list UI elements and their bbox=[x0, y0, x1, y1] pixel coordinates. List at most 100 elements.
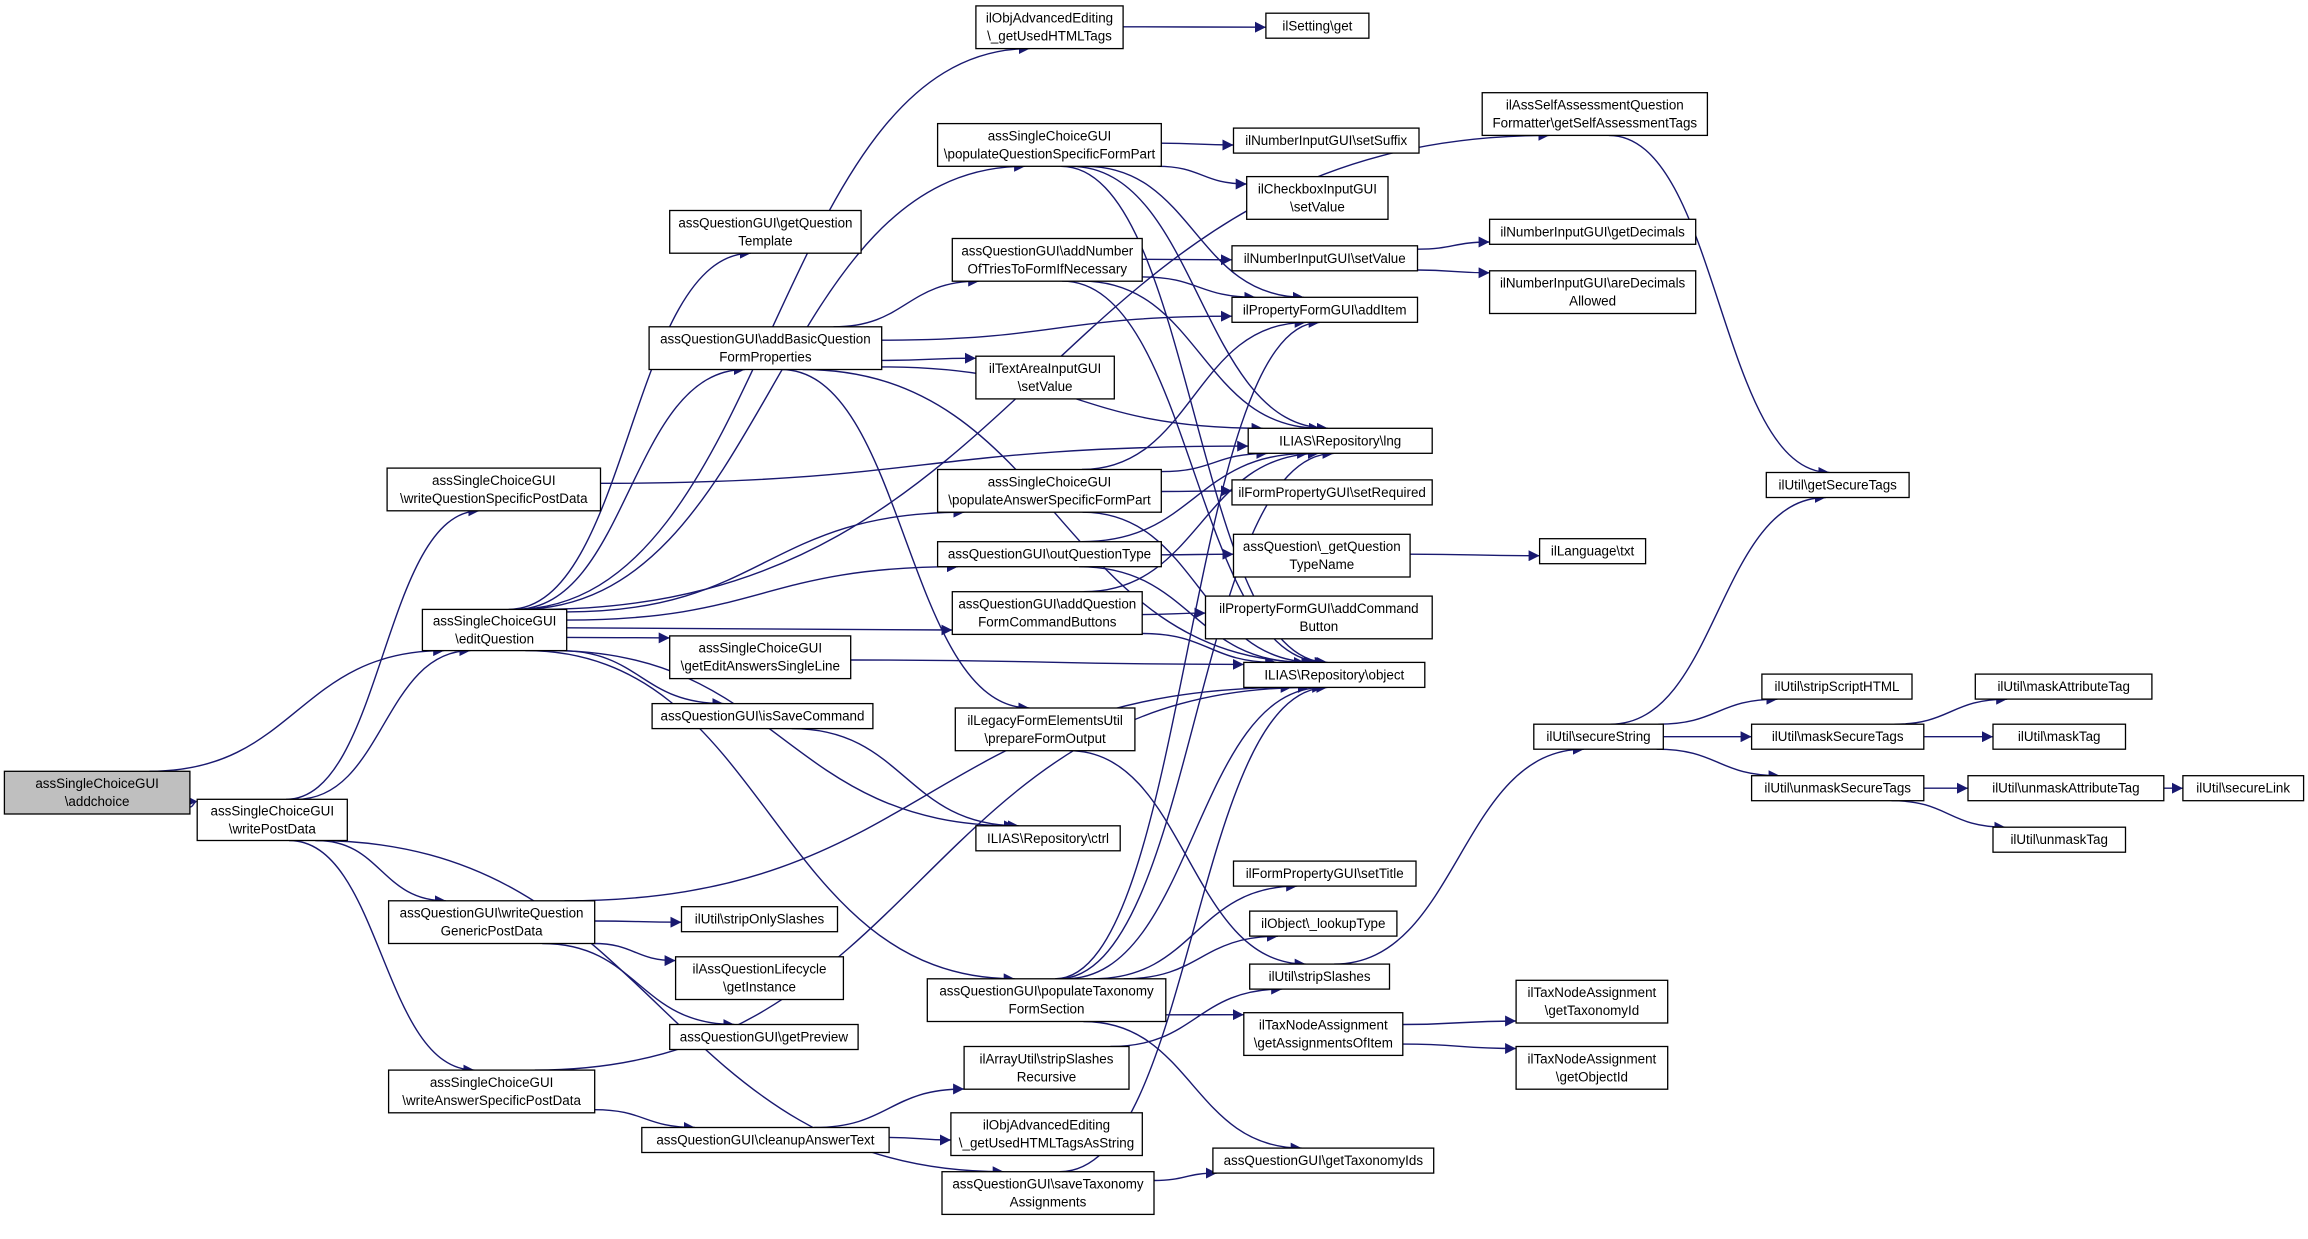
node-label-arrayStrip-0: ilArrayUtil\stripSlashes bbox=[980, 1051, 1114, 1066]
edge-addchoice-to-editQuestion bbox=[149, 651, 444, 772]
node-stripScriptHTML[interactable]: ilUtil\stripScriptHTML bbox=[1762, 674, 1912, 699]
nodes-layer: assSingleChoiceGUI\addchoiceassSingleCho… bbox=[4, 6, 2303, 1214]
node-label-addNumberOfTries-1: OfTriesToFormIfNecessary bbox=[968, 261, 1128, 276]
node-getDecimals[interactable]: ilNumberInputGUI\getDecimals bbox=[1490, 219, 1696, 244]
node-lifecycle[interactable]: ilAssQuestionLifecycle \getInstance bbox=[676, 957, 844, 1000]
node-label-lifecycle-1: \getInstance bbox=[723, 980, 796, 995]
edge-writeASPD-to-cleanupAnswer bbox=[595, 1110, 695, 1128]
node-addchoice[interactable]: assSingleChoiceGUI\addchoice bbox=[4, 771, 190, 814]
node-object[interactable]: ILIAS\Repository\object bbox=[1244, 662, 1425, 687]
node-label-addItem-0: ilPropertyFormGUI\addItem bbox=[1243, 302, 1407, 317]
node-populateQSFP[interactable]: assSingleChoiceGUI\populateQuestionSpeci… bbox=[938, 124, 1162, 167]
node-settingGet[interactable]: ilSetting\get bbox=[1266, 13, 1369, 38]
edge-numberSetValue-to-areDecimals bbox=[1418, 270, 1490, 273]
node-outQuestionType[interactable]: assQuestionGUI\outQuestionType bbox=[938, 542, 1162, 567]
node-advTagsString[interactable]: ilObjAdvancedEditing\_getUsedHTMLTagsAsS… bbox=[951, 1113, 1142, 1156]
node-addBasic[interactable]: assQuestionGUI\addBasicQuestionFormPrope… bbox=[649, 327, 882, 370]
node-selfAssessment[interactable]: ilAssSelfAssessmentQuestionFormatter\get… bbox=[1482, 93, 1707, 136]
node-label-outQuestionType-0: assQuestionGUI\outQuestionType bbox=[948, 547, 1151, 562]
node-label-getAssignmentsOfItem-1: \getAssignmentsOfItem bbox=[1254, 1036, 1393, 1051]
node-getAssignmentsOfItem[interactable]: ilTaxNodeAssignment\getAssignmentsOfItem bbox=[1244, 1013, 1403, 1056]
node-writeQGPD[interactable]: assQuestionGUI\writeQuestionGenericPostD… bbox=[389, 901, 595, 944]
node-label-textAreaSetValue-0: ilTextAreaInputGUI bbox=[989, 361, 1101, 376]
edge-getQTypeName-to-txt bbox=[1410, 554, 1540, 556]
node-secureString[interactable]: ilUtil\secureString bbox=[1534, 724, 1664, 749]
node-label-areDecimals-0: ilNumberInputGUI\areDecimals bbox=[1500, 276, 1686, 291]
node-maskSecureTags[interactable]: ilUtil\maskSecureTags bbox=[1752, 724, 1924, 749]
node-getPreview[interactable]: assQuestionGUI\getPreview bbox=[670, 1025, 858, 1050]
node-setTitle[interactable]: ilFormPropertyGUI\setTitle bbox=[1234, 861, 1417, 886]
node-secureLink[interactable]: ilUtil\secureLink bbox=[2183, 776, 2304, 801]
node-label-unmaskAttributeTag-0: ilUtil\unmaskAttributeTag bbox=[1992, 781, 2139, 796]
node-lookupType[interactable]: ilObject\_lookupType bbox=[1250, 911, 1397, 936]
edge-getAssignmentsOfItem-to-getTaxonomyId bbox=[1403, 1021, 1516, 1025]
node-maskAttributeTag[interactable]: ilUtil\maskAttributeTag bbox=[1975, 674, 2152, 699]
node-checkboxSetValue[interactable]: ilCheckboxInputGUI\setValue bbox=[1247, 177, 1388, 220]
node-label-writeASPD-0: assSingleChoiceGUI bbox=[430, 1075, 554, 1090]
edge-writeQGPD-to-lifecycle bbox=[594, 944, 676, 961]
node-textAreaSetValue[interactable]: ilTextAreaInputGUI\setValue bbox=[976, 356, 1114, 399]
node-cleanupAnswer[interactable]: assQuestionGUI\cleanupAnswerText bbox=[642, 1128, 889, 1153]
edge-writePostData-to-writeQSPD bbox=[286, 511, 479, 800]
edge-addchoice-to-writePostData bbox=[190, 801, 197, 807]
node-label-getObjectId-0: ilTaxNodeAssignment bbox=[1528, 1051, 1657, 1066]
node-writeASPD[interactable]: assSingleChoiceGUI\writeAnswerSpecificPo… bbox=[389, 1070, 595, 1113]
node-label-addCommandButton-1: Button bbox=[1300, 619, 1339, 634]
node-txt[interactable]: ilLanguage\txt bbox=[1540, 539, 1646, 564]
node-label-setRequired-0: ilFormPropertyGUI\setRequired bbox=[1238, 485, 1426, 500]
node-unmaskTag[interactable]: ilUtil\unmaskTag bbox=[1993, 827, 2126, 852]
node-label-maskAttributeTag-0: ilUtil\maskAttributeTag bbox=[1997, 679, 2129, 694]
node-unmaskAttributeTag[interactable]: ilUtil\unmaskAttributeTag bbox=[1968, 776, 2164, 801]
node-numberSetValue[interactable]: ilNumberInputGUI\setValue bbox=[1232, 246, 1418, 271]
edge-writePostData-to-writeASPD bbox=[289, 841, 474, 1071]
edge-secureString-to-stripScriptHTML bbox=[1658, 699, 1777, 724]
node-getSecureTags[interactable]: ilUtil\getSecureTags bbox=[1766, 473, 1909, 498]
edge-editQuestion-to-getQTemplate bbox=[509, 253, 751, 609]
node-unmaskSecureTags[interactable]: ilUtil\unmaskSecureTags bbox=[1752, 776, 1924, 801]
node-label-editQuestion-0: assSingleChoiceGUI bbox=[433, 614, 557, 629]
edge-writePostData-to-writeQGPD bbox=[317, 841, 446, 901]
node-advTags[interactable]: ilObjAdvancedEditing\_getUsedHTMLTags bbox=[976, 6, 1123, 49]
node-legacyForm[interactable]: ilLegacyFormElementsUtil\prepareFormOutp… bbox=[955, 708, 1135, 751]
node-populateASFP[interactable]: assSingleChoiceGUI\populateAnswerSpecifi… bbox=[938, 470, 1162, 513]
node-label-addNumberOfTries-0: assQuestionGUI\addNumber bbox=[961, 243, 1133, 258]
node-addItem[interactable]: ilPropertyFormGUI\addItem bbox=[1232, 297, 1418, 322]
edge-cleanupAnswer-to-advTagsString bbox=[889, 1137, 951, 1140]
node-setSuffix[interactable]: ilNumberInputGUI\setSuffix bbox=[1234, 128, 1420, 153]
node-label-checkboxSetValue-0: ilCheckboxInputGUI bbox=[1258, 182, 1377, 197]
node-label-ctrl-0: ILIAS\Repository\ctrl bbox=[987, 831, 1109, 846]
node-stripOnlySlashes[interactable]: ilUtil\stripOnlySlashes bbox=[682, 907, 838, 932]
node-label-maskTag-0: ilUtil\maskTag bbox=[2018, 729, 2101, 744]
node-lng[interactable]: ILIAS\Repository\lng bbox=[1248, 428, 1432, 453]
node-label-setSuffix-0: ilNumberInputGUI\setSuffix bbox=[1245, 133, 1407, 148]
node-getTaxonomyId[interactable]: ilTaxNodeAssignment\getTaxonomyId bbox=[1516, 980, 1668, 1023]
node-writeQSPD[interactable]: assSingleChoiceGUI\writeQuestionSpecific… bbox=[387, 468, 600, 511]
node-getTaxonomyIds[interactable]: assQuestionGUI\getTaxonomyIds bbox=[1213, 1148, 1434, 1173]
node-writePostData[interactable]: assSingleChoiceGUI\writePostData bbox=[197, 799, 347, 840]
node-stripSlashes[interactable]: ilUtil\stripSlashes bbox=[1250, 964, 1390, 989]
node-label-getEditAnswers-0: assSingleChoiceGUI bbox=[699, 641, 823, 656]
node-label-addCommandButton-0: ilPropertyFormGUI\addCommand bbox=[1219, 601, 1418, 616]
node-label-maskSecureTags-0: ilUtil\maskSecureTags bbox=[1772, 729, 1904, 744]
node-maskTag[interactable]: ilUtil\maskTag bbox=[1993, 724, 2126, 749]
node-getObjectId[interactable]: ilTaxNodeAssignment\getObjectId bbox=[1516, 1047, 1668, 1090]
node-ctrl[interactable]: ILIAS\Repository\ctrl bbox=[976, 826, 1120, 851]
node-isSaveCommand[interactable]: assQuestionGUI\isSaveCommand bbox=[652, 704, 873, 729]
edge-addQFCB-to-addCommandButton bbox=[1142, 613, 1205, 615]
node-populateTax[interactable]: assQuestionGUI\populateTaxonomyFormSecti… bbox=[927, 979, 1166, 1022]
node-addNumberOfTries[interactable]: assQuestionGUI\addNumberOfTriesToFormIfN… bbox=[952, 239, 1142, 282]
node-setRequired[interactable]: ilFormPropertyGUI\setRequired bbox=[1232, 480, 1432, 505]
node-getEditAnswers[interactable]: assSingleChoiceGUI\getEditAnswersSingleL… bbox=[670, 636, 851, 679]
node-addQFCB[interactable]: assQuestionGUI\addQuestionFormCommandBut… bbox=[952, 592, 1142, 635]
node-label-lookupType-0: ilObject\_lookupType bbox=[1261, 916, 1385, 931]
node-label-advTags-0: ilObjAdvancedEditing bbox=[986, 11, 1113, 26]
node-editQuestion[interactable]: assSingleChoiceGUI\editQuestion bbox=[422, 609, 566, 650]
node-label-lifecycle-0: ilAssQuestionLifecycle bbox=[693, 962, 827, 977]
node-label-getQTemplate-0: assQuestionGUI\getQuestion bbox=[678, 215, 852, 230]
